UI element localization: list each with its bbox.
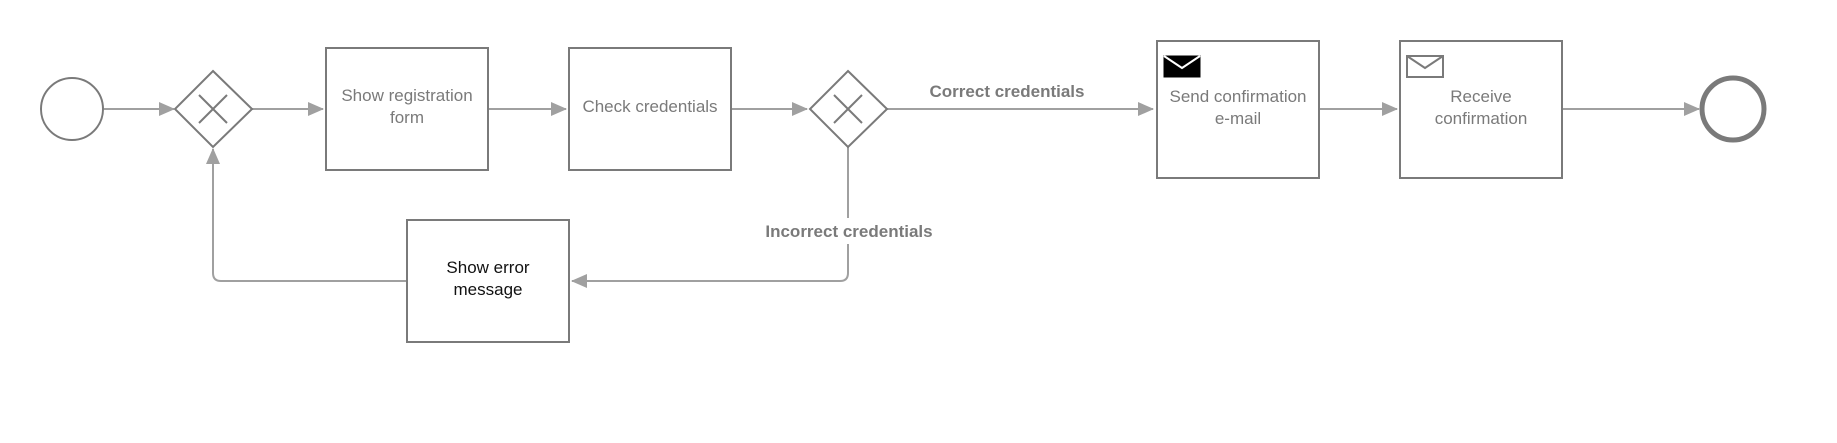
edge-label-bg — [758, 218, 938, 244]
envelope-filled-icon — [1163, 55, 1201, 78]
task-label-line1: Show error — [446, 258, 529, 277]
edge-label-incorrect: Incorrect credentials — [765, 222, 932, 241]
task-label-line1: Show registration — [341, 86, 472, 105]
task-receive-confirmation: Receive confirmation — [1399, 40, 1563, 179]
task-label-line2: message — [454, 280, 523, 299]
task-label-line1: Send confirmation — [1169, 87, 1306, 106]
task-show-error-message: Show error message — [406, 219, 570, 343]
end-event — [1699, 75, 1767, 143]
merge-gateway — [173, 69, 254, 149]
task-label-line1: Check credentials — [582, 97, 717, 116]
task-label-line2: confirmation — [1435, 109, 1528, 128]
x-icon — [198, 94, 228, 124]
flow-error-to-merge — [206, 148, 407, 282]
start-event — [40, 77, 104, 141]
task-check-credentials: Check credentials — [568, 47, 732, 171]
task-show-registration-form: Show registration form — [325, 47, 489, 171]
edge-label-correct: Correct credentials — [930, 82, 1085, 101]
task-send-confirmation-email: Send confirmation e-mail — [1156, 40, 1320, 179]
task-label-line2: e-mail — [1215, 109, 1261, 128]
task-label-line1: Receive — [1450, 87, 1511, 106]
decision-gateway — [808, 69, 889, 149]
envelope-outline-icon — [1406, 55, 1444, 78]
flow-decision-to-error — [571, 147, 849, 288]
sequence-flows — [104, 102, 1700, 288]
x-icon — [833, 94, 863, 124]
task-label-line2: form — [390, 108, 424, 127]
